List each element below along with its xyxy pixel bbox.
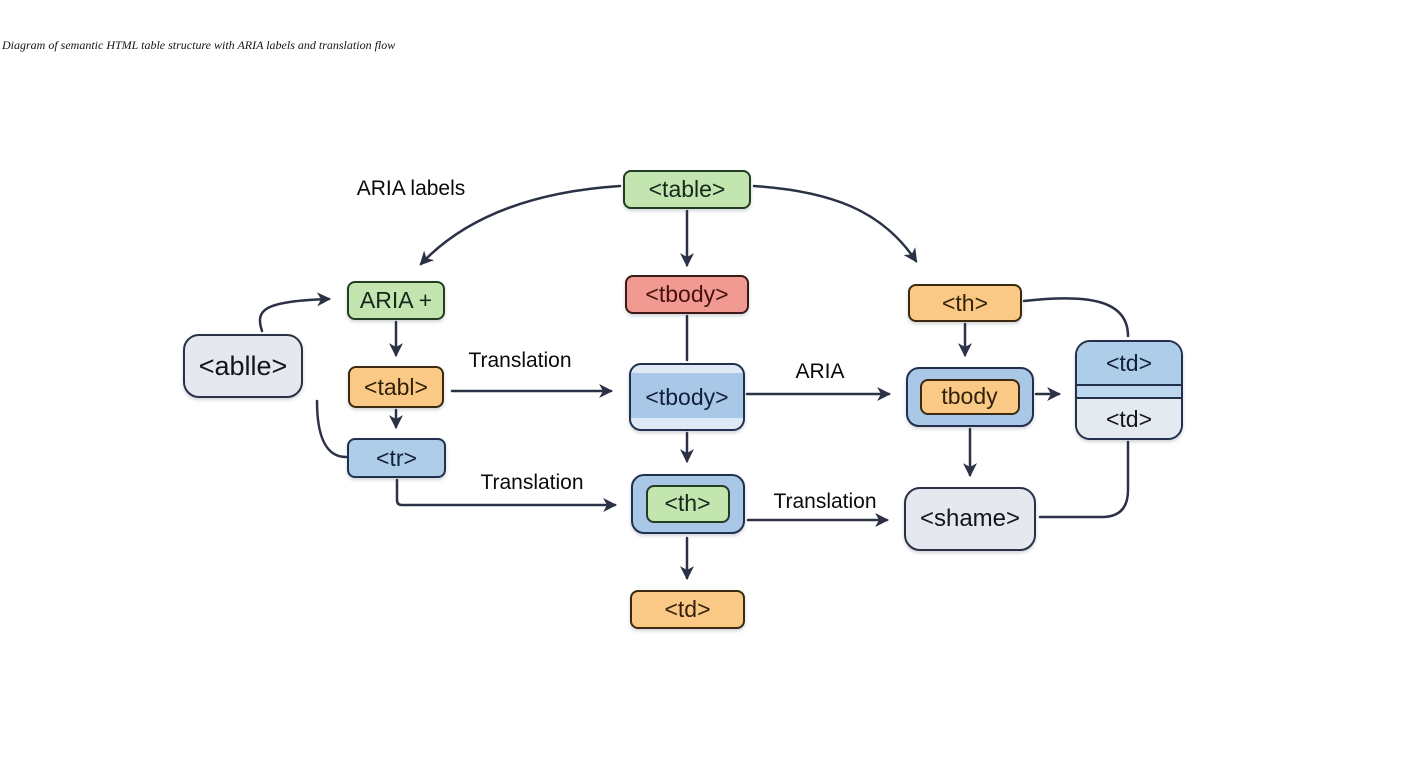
label-translation-mid: Translation xyxy=(480,471,584,494)
node-aria-plus: ARIA + xyxy=(347,281,445,320)
node-tbody-container: tbody xyxy=(906,367,1034,427)
tbody-center-label: <tbody> xyxy=(645,383,729,410)
label-aria-labels: ARIA labels xyxy=(356,177,466,200)
arrow-ablle-to-ariaplus xyxy=(258,292,332,333)
arrow-table-to-ariaplus xyxy=(419,184,622,266)
node-tbody-red: <tbody> xyxy=(625,275,749,314)
arrow-table-to-th xyxy=(752,184,918,263)
node-tabl: <tabl> xyxy=(348,366,444,408)
line-ablle-to-tr xyxy=(315,399,348,459)
td-row-stripe xyxy=(1077,386,1181,399)
node-ablle: <ablle> xyxy=(183,334,303,398)
node-td-bottom: <td> xyxy=(630,590,745,629)
line-th-to-tdstack xyxy=(1022,297,1130,338)
figure-caption: Diagram of semantic HTML table structure… xyxy=(2,38,396,52)
label-translation-right: Translation xyxy=(773,490,877,513)
node-tr: <tr> xyxy=(347,438,446,478)
node-th-center: <th> xyxy=(645,484,730,523)
node-tbody-center: <tbody> xyxy=(629,363,745,431)
tbody-row-band xyxy=(631,373,743,418)
label-translation-top: Translation xyxy=(468,349,572,372)
node-th-container: <th> xyxy=(631,474,745,534)
td-cell-bottom: <td> xyxy=(1077,399,1181,438)
node-td-stack: <td> <td> xyxy=(1075,340,1183,440)
node-table: <table> xyxy=(623,170,751,209)
label-aria: ARIA xyxy=(795,360,845,383)
node-tbody-inner: tbody xyxy=(919,378,1020,415)
node-th-right: <th> xyxy=(908,284,1022,322)
td-cell-top: <td> xyxy=(1077,342,1181,386)
arrow-tr-to-thcenter xyxy=(395,478,618,512)
node-shame: <shame> xyxy=(904,487,1036,551)
line-tdstack-to-shame xyxy=(1038,440,1130,519)
